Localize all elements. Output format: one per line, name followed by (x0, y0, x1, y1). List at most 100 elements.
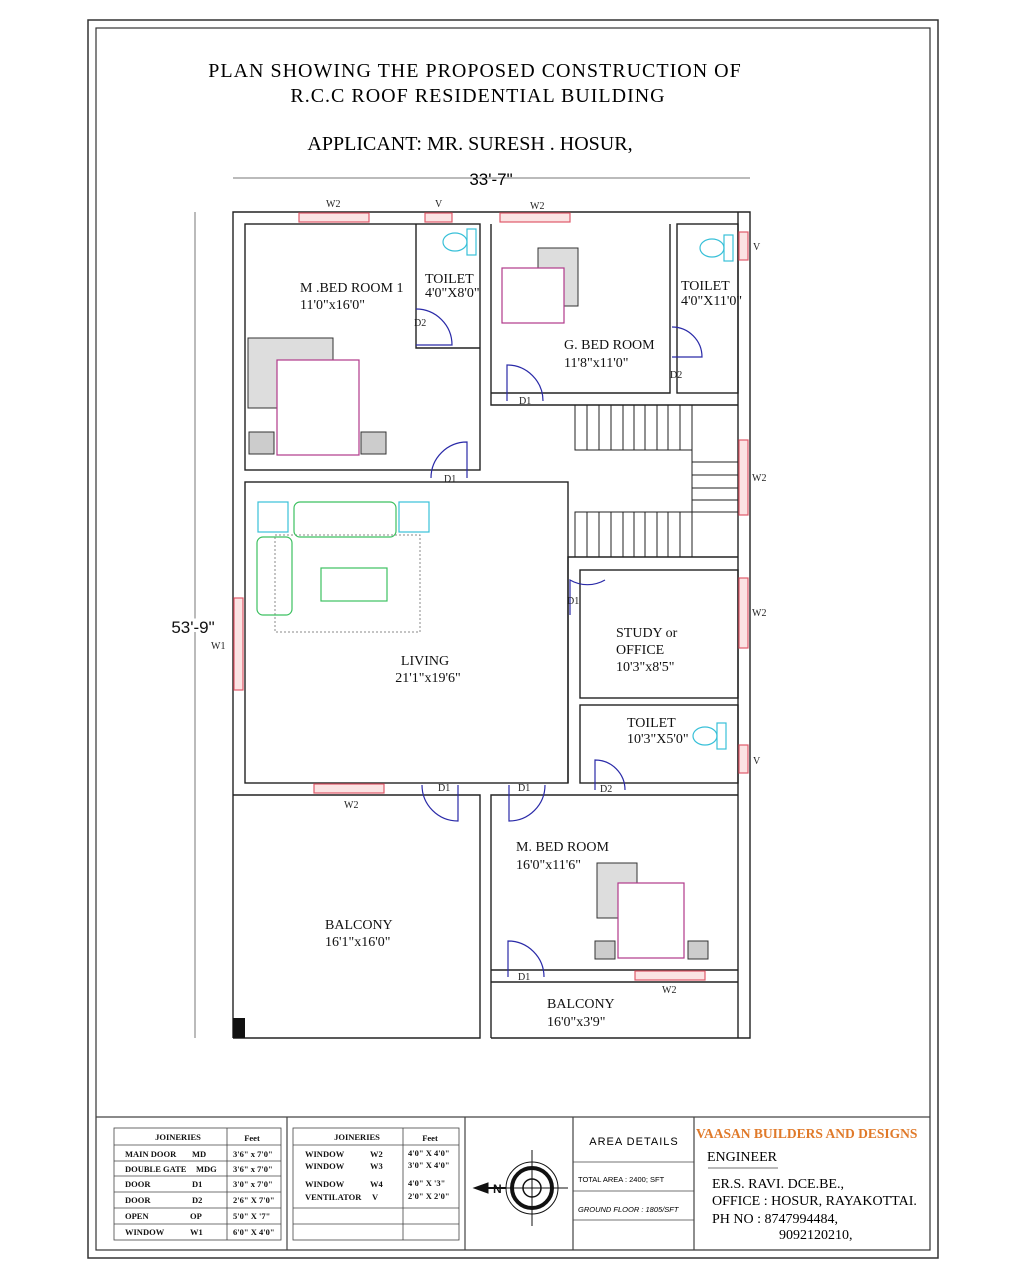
room-name-toilet2: TOILET (681, 279, 730, 294)
joineries-table-2 (292, 1127, 460, 1241)
joineries-1-feet-header: Feet (244, 1133, 260, 1143)
room-name-balcony1: BALCONY (325, 918, 393, 933)
room-name-toilet3: TOILET (627, 716, 676, 731)
tag-v: V (753, 756, 761, 767)
windows (233, 212, 749, 981)
joinery-name: WINDOW (305, 1149, 345, 1159)
room-name-mbed: M. BED ROOM (516, 840, 610, 855)
joinery-code: V (372, 1192, 379, 1202)
joinery-code: W2 (370, 1149, 383, 1159)
room-size-gbed: 11'8"x11'0" (564, 356, 628, 371)
joinery-code: OP (190, 1211, 202, 1221)
window-w2 (298, 212, 370, 223)
joinery-code: D1 (192, 1179, 202, 1189)
total-area: TOTAL AREA : 2400; SFT (578, 1175, 665, 1184)
firm-name: VAASAN BUILDERS AND DESIGNS (696, 1126, 917, 1141)
window-w2 (738, 439, 749, 516)
tag-d1: D1 (518, 972, 530, 983)
engineer-role: ENGINEER (707, 1150, 778, 1165)
tag-w2: W2 (344, 800, 358, 811)
phone-2: 9092120210, (779, 1228, 853, 1243)
joinery-size: 2'6" X 7'0" (233, 1195, 275, 1205)
room-name-balcony2: BALCONY (547, 997, 615, 1012)
room-size-balcony1: 16'1"x16'0" (325, 935, 390, 950)
room-name-living: LIVING (401, 654, 449, 669)
room-name-gbed: G. BED ROOM (564, 338, 655, 353)
joinery-size: 3'6" x 7'0" (233, 1164, 273, 1174)
joinery-size: 4'0" X 4'0" (408, 1148, 450, 1158)
tag-d1: D1 (438, 783, 450, 794)
coffee-table (320, 567, 388, 602)
joinery-size: 6'0" X 4'0" (233, 1227, 275, 1237)
room-name-mbed1: M .BED ROOM 1 (300, 281, 403, 296)
bed (501, 267, 565, 324)
room-size-balcony2: 16'0"x3'9" (547, 1015, 605, 1030)
phone-1: PH NO : 8747994484, (712, 1212, 838, 1227)
joinery-code: MD (192, 1149, 206, 1159)
tag-d1: D1 (519, 396, 531, 407)
room-name-toilet1: TOILET (425, 272, 474, 287)
ground-floor-area: GROUND FLOOR : 1805/SFT (578, 1205, 680, 1214)
engineer-name: ER.S. RAVI. DCE.BE., (712, 1177, 844, 1192)
tag-d1: D1 (518, 783, 530, 794)
tag-w2: W2 (530, 201, 544, 212)
joinery-size: 5'0" X '7" (233, 1211, 270, 1221)
joinery-name: DOUBLE GATE (125, 1164, 187, 1174)
window-w2 (738, 577, 749, 649)
joinery-name: DOOR (125, 1195, 151, 1205)
room-size-mbed1: 11'0"x16'0" (300, 298, 365, 313)
tag-d1: D1 (444, 474, 456, 485)
joineries-2-feet-header: Feet (422, 1133, 438, 1143)
bed (276, 359, 360, 456)
tag-d2: D2 (414, 318, 426, 329)
window-w2 (313, 783, 385, 794)
title-line-1: PLAN SHOWING THE PROPOSED CONSTRUCTION O… (208, 60, 741, 82)
window-w2 (634, 970, 706, 981)
tag-w2: W2 (662, 985, 676, 996)
outer-frame (87, 19, 939, 1259)
width-dimension: 33'-7" (469, 170, 512, 189)
north-compass-icon: N (472, 1150, 568, 1226)
room-size-study: 10'3"x8'5" (616, 660, 674, 675)
area-details-heading: AREA DETAILS (589, 1136, 678, 1148)
toilet-fixtures (442, 228, 734, 750)
tag-w1: W1 (211, 641, 225, 652)
walls (232, 211, 751, 1039)
joinery-code: W4 (370, 1179, 384, 1189)
applicant: APPLICANT: MR. SURESH . HOSUR, (307, 133, 632, 155)
office-location: OFFICE : HOSUR, RAYAKOTTAI. (712, 1194, 917, 1209)
room-name-study-2: OFFICE (616, 643, 664, 658)
ventilator (738, 231, 749, 261)
ventilator (738, 744, 749, 774)
tag-v: V (435, 199, 443, 210)
joinery-code: W3 (370, 1161, 383, 1171)
tag-d1: D1 (567, 596, 579, 607)
title-block (96, 1116, 930, 1250)
joinery-name: WINDOW (125, 1227, 165, 1237)
title-line-2: R.C.C ROOF RESIDENTIAL BUILDING (290, 85, 665, 107)
furniture (247, 228, 734, 960)
room-name-study-1: STUDY or (616, 626, 678, 641)
joineries-2-header: JOINERIES (334, 1132, 380, 1142)
ventilator (424, 212, 453, 223)
joinery-size: 3'0" X 4'0" (408, 1160, 450, 1170)
compass-north-label: N (493, 1182, 502, 1196)
tag-v: V (753, 242, 761, 253)
tag-d2: D2 (670, 370, 682, 381)
room-size-toilet3: 10'3"X5'0" (627, 732, 689, 747)
joinery-name: WINDOW (305, 1179, 345, 1189)
tag-w2: W2 (326, 199, 340, 210)
sofa (256, 536, 293, 616)
joinery-name: VENTILATOR (305, 1192, 362, 1202)
joineries-table-1 (113, 1127, 282, 1241)
joinery-size: 2'0" X 2'0" (408, 1191, 450, 1201)
inner-frame (95, 27, 931, 1251)
joinery-code: MDG (196, 1164, 217, 1174)
joinery-name: OPEN (125, 1211, 149, 1221)
tag-w2: W2 (752, 608, 766, 619)
window-w2 (499, 212, 571, 223)
joinery-name: MAIN DOOR (125, 1149, 177, 1159)
tag-d2: D2 (600, 784, 612, 795)
staircase (574, 404, 738, 558)
